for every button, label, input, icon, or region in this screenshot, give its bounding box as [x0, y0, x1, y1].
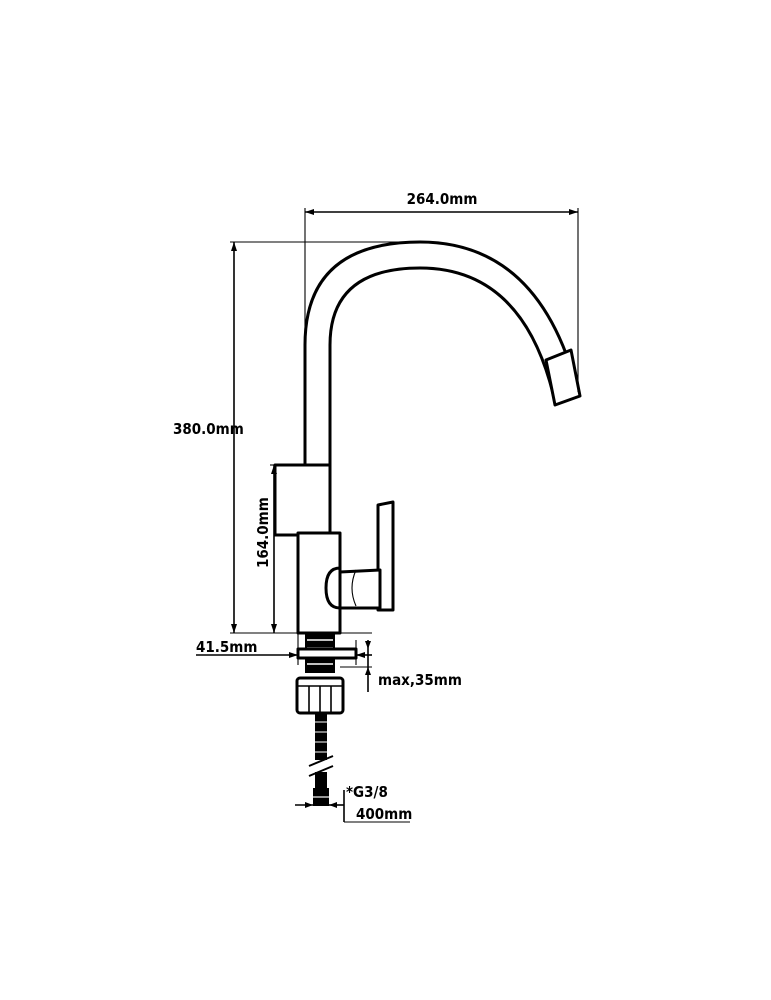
dimension-body-height: 164.0mm — [254, 464, 278, 633]
cartridge-hub — [324, 566, 342, 610]
dimension-height: 380.0mm — [173, 241, 420, 633]
faucet-outline — [273, 240, 582, 635]
upper-body — [273, 463, 332, 537]
flexible-hose — [308, 713, 334, 806]
dimension-width: 264.0mm — [304, 190, 579, 465]
dimension-base: 41.5mm — [196, 632, 372, 665]
dimension-max-thickness: max,35mm — [340, 640, 462, 692]
lever-arm — [338, 568, 382, 610]
body-height-label: 164.0mm — [254, 497, 272, 568]
dimension-hose: *G3/8 400mm — [295, 783, 412, 823]
mounting-plate — [296, 647, 358, 660]
width-label: 264.0mm — [407, 190, 478, 208]
hose-length-label: 400mm — [356, 805, 412, 823]
spout — [303, 240, 580, 530]
max-thickness-label: max,35mm — [378, 671, 462, 689]
base-diameter-label: 41.5mm — [196, 638, 257, 656]
height-label: 380.0mm — [173, 420, 244, 438]
hub-detail — [351, 569, 357, 607]
aerator-tip — [544, 348, 582, 407]
thread-label: *G3/8 — [346, 783, 388, 801]
fixing-nut — [295, 676, 345, 715]
